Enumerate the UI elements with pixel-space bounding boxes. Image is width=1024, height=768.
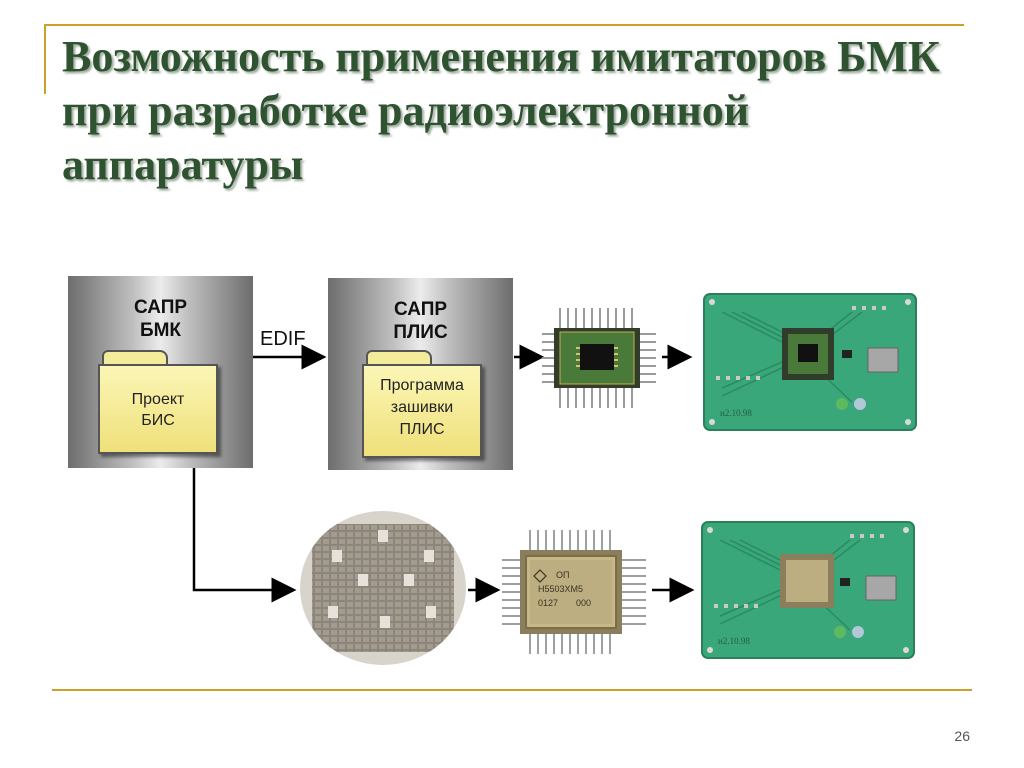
board-marking: н2.10.98 — [720, 408, 752, 418]
chip-marking-line3: 0127 — [538, 598, 558, 608]
bottom-accent-line — [52, 689, 972, 691]
pcb-board-bottom-image: н2.10.98 — [700, 520, 916, 660]
folder-text-line1: Программа — [380, 377, 464, 394]
project-folder-icon: Проект БИС — [98, 350, 218, 454]
cad-fpga-label-line1: САПР — [393, 299, 448, 320]
firmware-folder-icon: Программа зашивки ПЛИС — [362, 350, 482, 458]
folder-text-line1: Проект — [131, 391, 185, 408]
cad-bmk-label-line1: САПР — [133, 297, 188, 318]
cad-bmk-label-line2: БМК — [139, 320, 182, 341]
chip-marking-line2: Н5503ХМ5 — [538, 584, 583, 594]
slide-title: Возможность применения имитаторов БМК пр… — [62, 32, 940, 189]
folder-text-line2: зашивки — [390, 399, 454, 416]
left-accent-line — [44, 26, 46, 94]
top-accent-line — [44, 24, 964, 26]
folder-text-line3: ПЛИС — [399, 421, 445, 438]
chip-marking-line1: ОП — [556, 570, 569, 580]
cad-bmk-box: САПР БМК Проект БИС — [68, 276, 253, 468]
board-marking: н2.10.98 — [718, 636, 750, 646]
cad-fpga-box: САПР ПЛИС Программа зашивки ПЛИС — [328, 278, 513, 470]
fpga-chip-image — [540, 300, 660, 415]
folder-text-line2: БИС — [141, 412, 175, 429]
slide-number: 26 — [954, 728, 970, 744]
arrow-down-to-wafer — [192, 468, 297, 603]
chip-marking-line4: 000 — [576, 598, 591, 608]
pcb-board-top-image: н2.10.98 — [702, 292, 918, 432]
edif-label: EDIF — [260, 328, 306, 350]
cad-fpga-label-line2: ПЛИС — [393, 322, 448, 343]
bmk-chip-image: ОП Н5503ХМ5 0127 000 — [500, 526, 650, 658]
wafer-image — [298, 510, 468, 666]
